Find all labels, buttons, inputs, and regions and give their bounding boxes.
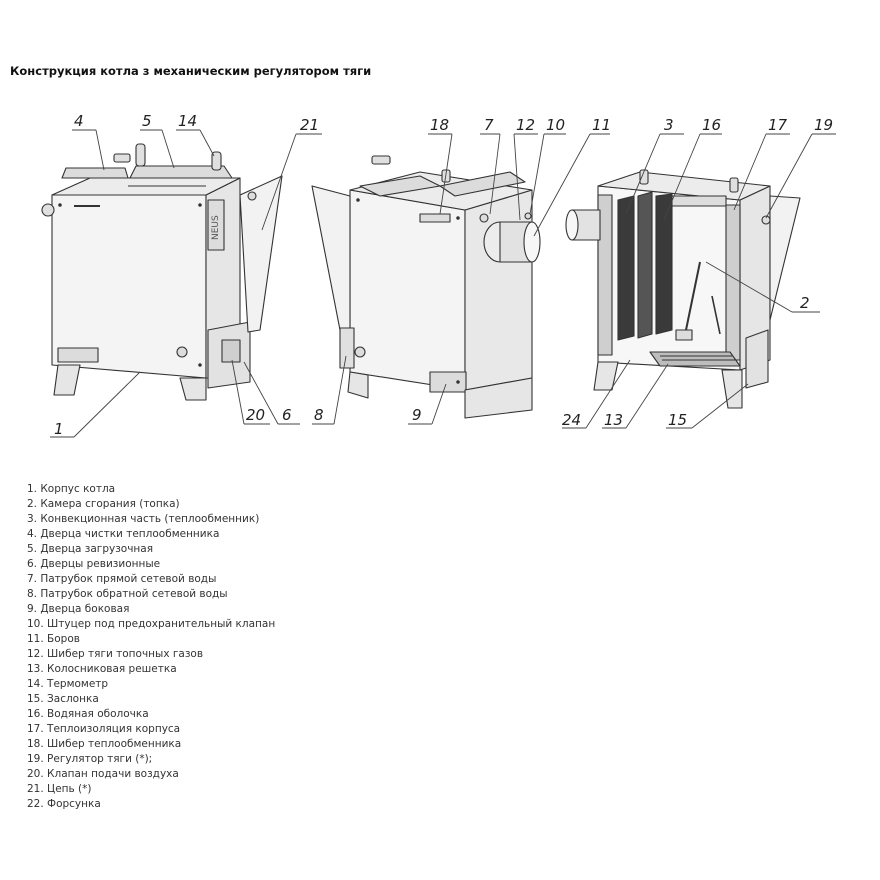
callout-21: 21 bbox=[300, 116, 319, 134]
parts-legend: 1. Корпус котла 2. Камера сгорания (топк… bbox=[27, 482, 275, 812]
legend-item: 18. Шибер теплообменника bbox=[27, 738, 182, 750]
boiler-rear-view bbox=[311, 155, 541, 419]
callout-11: 11 bbox=[592, 116, 611, 134]
callout-20: 20 bbox=[246, 406, 265, 424]
legend-item: 20. Клапан подачи воздуха bbox=[27, 768, 179, 780]
legend-item: 19. Регулятор тяги (*); bbox=[27, 753, 153, 765]
callout-labels: 4 5 14 21 1 20 6 8 9 18 7 12 10 11 3 16 … bbox=[54, 112, 833, 438]
boiler-diagram: NEUS bbox=[41, 112, 836, 438]
callout-13: 13 bbox=[604, 411, 623, 429]
leader-lines bbox=[50, 129, 836, 438]
callout-5: 5 bbox=[142, 112, 152, 130]
callout-1: 1 bbox=[54, 420, 64, 438]
callout-24: 24 bbox=[562, 411, 581, 429]
legend-item: 14. Термометр bbox=[27, 678, 109, 690]
legend-item: 10. Штуцер под предохранительный клапан bbox=[27, 618, 276, 630]
legend-item: 13. Колосниковая решетка bbox=[27, 663, 177, 675]
callout-18: 18 bbox=[430, 116, 449, 134]
legend-item: 22. Форсунка bbox=[27, 798, 101, 810]
legend-item: 6. Дверцы ревизионные bbox=[27, 558, 161, 570]
legend-item: 21. Цепь (*) bbox=[27, 783, 92, 795]
callout-2: 2 bbox=[800, 294, 810, 312]
legend-item: 17. Теплоизоляция корпуса bbox=[27, 723, 181, 735]
legend-item: 15. Заслонка bbox=[27, 693, 99, 705]
callout-9: 9 bbox=[412, 406, 422, 424]
callout-19: 19 bbox=[814, 116, 833, 134]
legend-item: 3. Конвекционная часть (теплообменник) bbox=[27, 513, 260, 525]
boiler-cutaway-view bbox=[565, 169, 801, 409]
callout-10: 10 bbox=[546, 116, 565, 134]
callout-15: 15 bbox=[668, 411, 687, 429]
callout-12: 12 bbox=[516, 116, 535, 134]
legend-item: 1. Корпус котла bbox=[27, 483, 116, 495]
legend-item: 9. Дверца боковая bbox=[27, 603, 130, 615]
callout-14: 14 bbox=[178, 112, 197, 130]
legend-item: 12. Шибер тяги топочных газов bbox=[27, 648, 204, 660]
legend-item: 2. Камера сгорания (топка) bbox=[27, 498, 180, 510]
legend-item: 7. Патрубок прямой сетевой воды bbox=[27, 573, 217, 585]
callout-7: 7 bbox=[484, 116, 494, 134]
legend-item: 11. Боров bbox=[27, 633, 80, 645]
legend-item: 4. Дверца чистки теплообменника bbox=[27, 528, 220, 540]
callout-4: 4 bbox=[74, 112, 84, 130]
page-title: Конструкция котла з механическим регулят… bbox=[10, 64, 372, 78]
callout-6: 6 bbox=[282, 406, 292, 424]
callout-3: 3 bbox=[664, 116, 674, 134]
legend-item: 5. Дверца загрузочная bbox=[27, 543, 154, 555]
callout-16: 16 bbox=[702, 116, 721, 134]
callout-17: 17 bbox=[768, 116, 788, 134]
legend-item: 16. Водяная оболочка bbox=[27, 708, 149, 720]
boiler-front-view: NEUS bbox=[41, 143, 283, 401]
callout-8: 8 bbox=[314, 406, 324, 424]
brand-logo: NEUS bbox=[211, 215, 221, 240]
legend-item: 8. Патрубок обратной сетевой воды bbox=[27, 588, 228, 600]
